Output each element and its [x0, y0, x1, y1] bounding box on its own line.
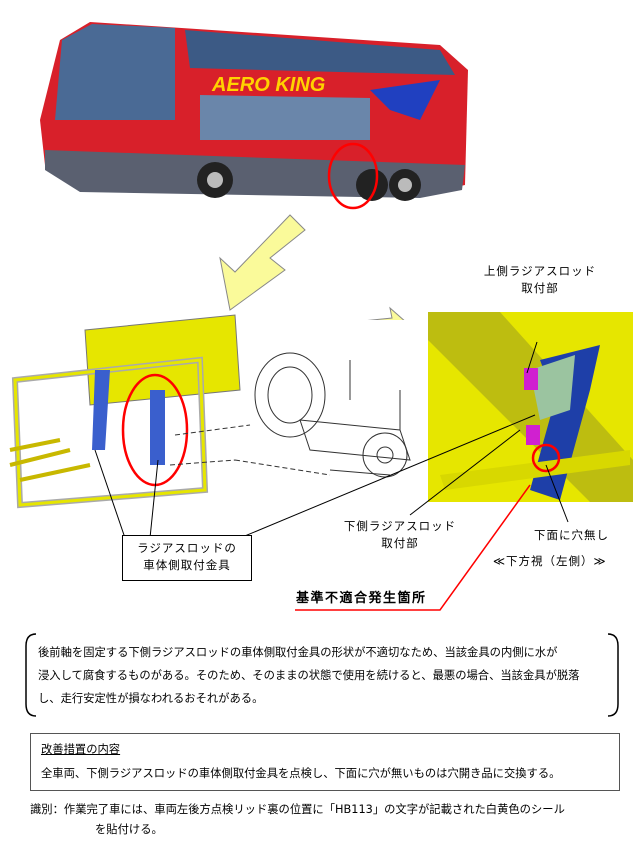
- label-line: 上側ラジアスロッド: [483, 264, 597, 278]
- no-hole-highlight-circle: [531, 443, 561, 473]
- description-line: し、走行安定性が損なわれるおそれがある。: [38, 692, 264, 705]
- frame-left-drawing: [9, 314, 241, 509]
- view-caption: ≪下方視（左側）≫: [493, 554, 607, 568]
- label-line: 取付部: [381, 536, 419, 550]
- arrow-down-left-icon: [219, 214, 306, 311]
- description-brackets: [25, 633, 619, 717]
- label-line: 車体側取付金具: [143, 558, 231, 572]
- arrow-right-icon: [367, 306, 405, 320]
- identification-line: を貼付ける。: [95, 823, 163, 836]
- measures-box: 改善措置の内容 全車両、下側ラジアスロッドの車体側取付金具を点検し、下面に穴が無…: [30, 733, 620, 791]
- measures-title: 改善措置の内容: [41, 743, 121, 756]
- nonconformity-pointer: [295, 484, 531, 611]
- label-line: 取付部: [521, 281, 559, 295]
- no-hole-label: 下面に穴無し: [534, 528, 609, 542]
- detail-bottom-view: [428, 312, 633, 502]
- identification-line: 識別：作業完了車には、車両左後方点検リッド裏の位置に「HB113」の文字が記載さ…: [30, 803, 565, 816]
- nonconformity-location-label: 基準不適合発生箇所: [296, 591, 427, 606]
- bus-illustration: AERO KING: [40, 22, 468, 320]
- lower-rod-mount-label: 下側ラジアスロッド 取付部: [335, 518, 465, 552]
- description-line: 後前軸を固定する下側ラジアスロッドの車体側取付金具の形状が不適切なため、当該金具…: [38, 646, 558, 659]
- frame-diagram: [9, 312, 633, 611]
- description-line: 浸入して腐食するものがある。そのため、そのままの状態で使用を続けると、最悪の場合…: [38, 669, 580, 682]
- upper-rod-mount-label: 上側ラジアスロッド 取付部: [465, 263, 615, 297]
- axle-drawing: [169, 352, 411, 478]
- bus-brand-logo: AERO KING: [211, 74, 325, 96]
- leader-lines: [94, 341, 569, 539]
- defect-description: 後前軸を固定する下側ラジアスロッドの車体側取付金具の形状が不適切なため、当該金具…: [38, 641, 613, 710]
- defect-location-circle: [327, 142, 379, 210]
- identification-note: 識別：作業完了車には、車両左後方点検リッド裏の位置に「HB113」の文字が記載さ…: [30, 800, 620, 840]
- label-line: ラジアスロッドの: [137, 541, 237, 555]
- fitting-label-box: ラジアスロッドの 車体側取付金具: [122, 535, 252, 581]
- measures-body: 全車両、下側ラジアスロッドの車体側取付金具を点検し、下面に穴が無いものは穴開き品…: [41, 767, 561, 780]
- label-line: 下側ラジアスロッド: [343, 519, 457, 533]
